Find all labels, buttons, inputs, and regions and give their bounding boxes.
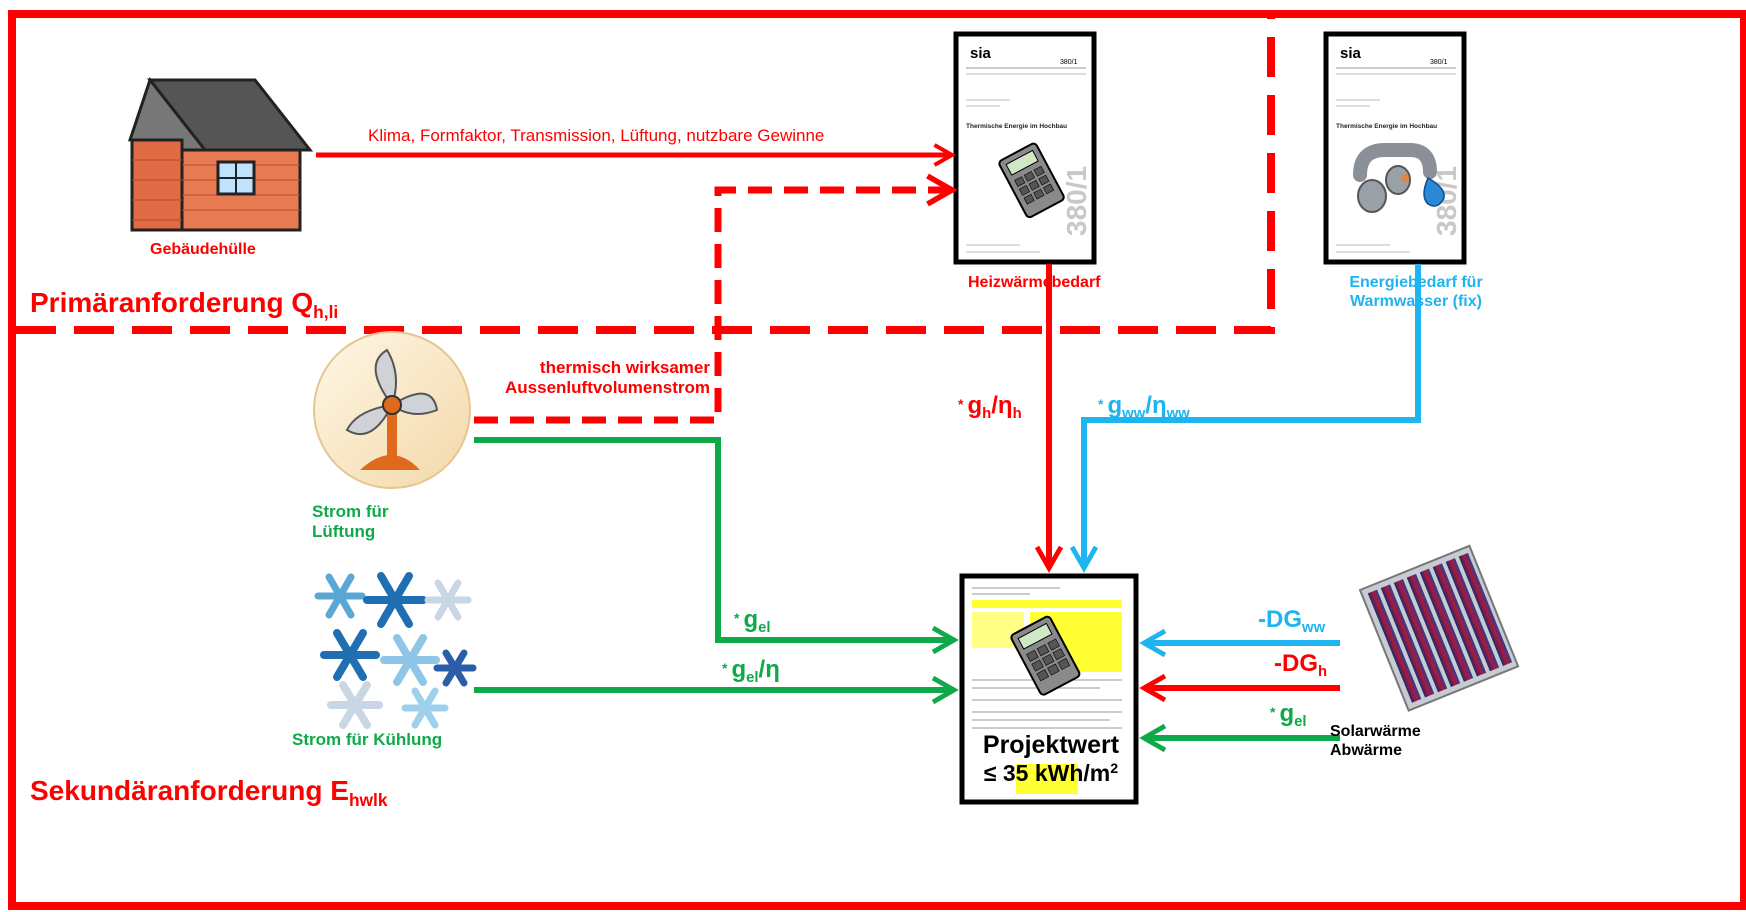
solar-dg-h-label: -DGh <box>1274 650 1328 681</box>
doc-number-small: 380/1 <box>1430 59 1448 66</box>
ventilation-label-line2: Lüftung <box>312 522 376 542</box>
solar-label: Solarwärme Abwärme <box>1330 722 1421 760</box>
project-value-line2: ≤ 35 kWh/m2 <box>983 760 1119 786</box>
heating-label: Heizwärmebedarf <box>968 274 1101 291</box>
ventilation-label-line1: Strom für <box>312 502 389 521</box>
doc-title: Thermische Energie im Hochbau <box>966 123 1067 130</box>
cooling-factor-label: *gel/η <box>722 656 780 687</box>
label-line1: thermisch wirksamer <box>539 358 710 377</box>
hotwater-label-line1: Energiebedarf für <box>1349 274 1483 291</box>
primary-region-boundary <box>16 18 1275 334</box>
cooling-label: Strom für Kühlung <box>292 730 443 749</box>
secondary-region-label: Sekundäranforderung Ehwlk <box>30 775 388 811</box>
doc-title: Thermische Energie im Hochbau <box>1336 123 1437 130</box>
ventilation-factor-label: *gel <box>734 606 771 637</box>
snowflakes-icon <box>306 568 477 729</box>
project-value: Projektwert ≤ 35 kWh/m2 <box>962 730 1140 788</box>
secondary-region-frame <box>8 10 1746 910</box>
primary-region-label: Primäranforderung Qh,li <box>30 287 339 323</box>
heating-document: sia 380/1 Thermische Energie im Hochbau … <box>953 31 1097 265</box>
fan-icon <box>313 331 471 489</box>
doc-number-small: 380/1 <box>1060 59 1078 66</box>
doc-brand: sia <box>970 45 992 62</box>
arrow-hotwater-to-project <box>1069 264 1421 573</box>
arrow-ventilation-to-project <box>474 437 959 655</box>
project-document <box>959 573 1139 805</box>
label-line2: Aussenluftvolumenstrom <box>505 378 710 398</box>
solar-g-el-label: *gel <box>1270 700 1307 731</box>
calculator-icon <box>1010 615 1081 696</box>
building-label: Gebäudehülle <box>150 241 256 258</box>
calculator-icon <box>998 142 1065 219</box>
hotwater-factor-label: *gww/ηww <box>1098 392 1190 423</box>
solar-label-line1: Solarwärme <box>1330 723 1421 740</box>
solar-dg-ww-label: -DGww <box>1258 606 1326 637</box>
arrow-ventilation-heating-label: thermisch wirksamer Aussenluftvolumenstr… <box>470 358 710 399</box>
hotwater-document: sia 380/1 Thermische Energie im Hochbau … <box>1323 31 1467 265</box>
hotwater-label-line2: Warmwasser (fix) <box>1350 293 1482 311</box>
heating-factor-label: *gh/ηh <box>958 392 1022 423</box>
house-icon <box>128 76 314 232</box>
doc-number-large: 380/1 <box>1061 166 1092 236</box>
project-value-line1: Projektwert <box>982 731 1120 759</box>
doc-brand: sia <box>1340 45 1362 62</box>
hotwater-label: Energiebedarf für Warmwasser (fix) <box>1326 273 1506 311</box>
arrow-envelope-label: Klima, Formfaktor, Transmission, Lüftung… <box>368 126 825 145</box>
faucet-icon <box>1353 143 1445 213</box>
solar-label-line2: Abwärme <box>1330 742 1403 760</box>
ventilation-label: Strom für Lüftung <box>312 502 389 543</box>
solar-collector-icon <box>1358 544 1520 712</box>
arrow-ventilation-to-heating <box>474 173 958 424</box>
